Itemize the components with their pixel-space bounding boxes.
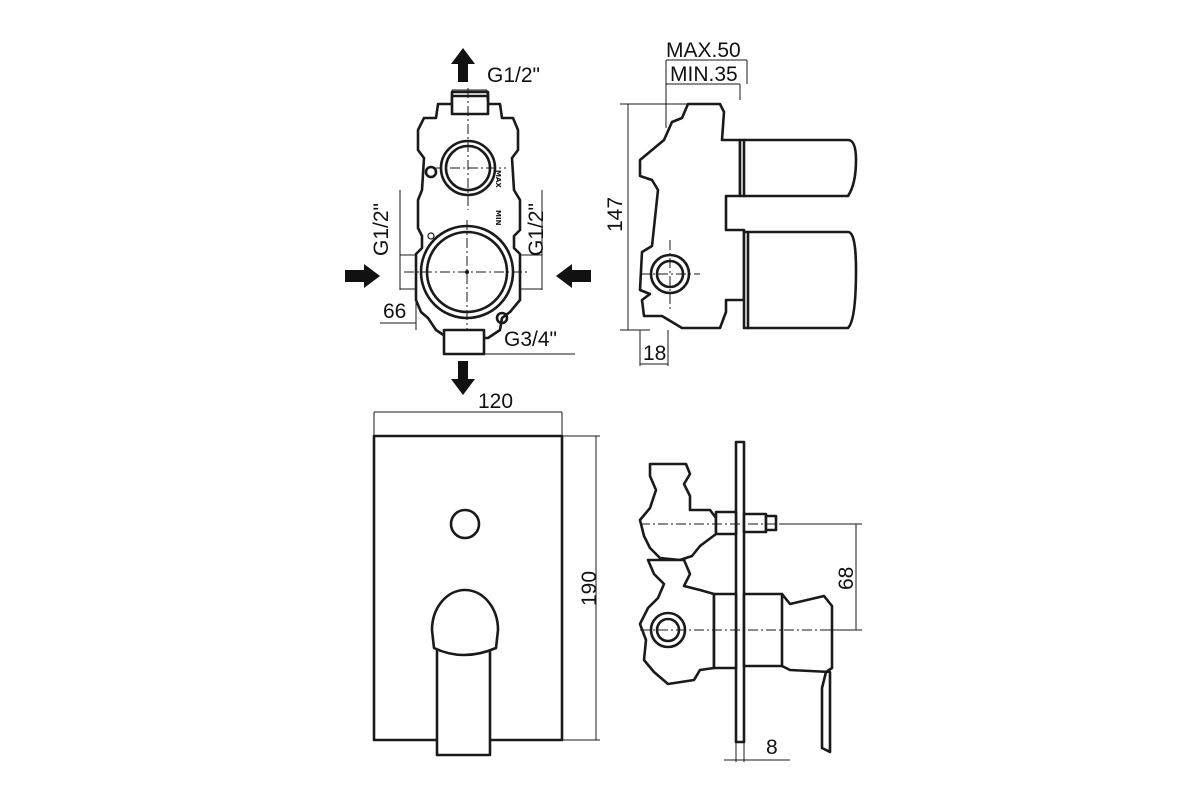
max-marking: MAX bbox=[494, 170, 502, 188]
right-inlet-thread-label: G1/2" bbox=[525, 203, 548, 256]
body-height-label: 147 bbox=[604, 197, 627, 232]
outlet-arrow-down-icon bbox=[451, 361, 475, 395]
inlet-arrow-right-icon bbox=[556, 264, 591, 288]
lever-handle[interactable] bbox=[435, 638, 492, 757]
top-outlet-nipple bbox=[450, 94, 490, 116]
inlet-offset-label: 66 bbox=[383, 300, 406, 323]
assembly-side-view: 68 8 bbox=[638, 440, 862, 762]
outlet-arrow-up-icon bbox=[451, 48, 475, 82]
body-front-view: MAX MIN G1/2" G1/2" G1/2" 66 G3/4" bbox=[345, 48, 591, 395]
top-outlet-thread-label: G1/2" bbox=[487, 64, 540, 87]
pin-hole-left bbox=[424, 165, 438, 179]
bottom-outlet-thread-label: G3/4" bbox=[504, 328, 557, 351]
pin-hole-right bbox=[495, 311, 509, 325]
min-marking: MIN bbox=[494, 210, 502, 226]
plate-height-label: 190 bbox=[578, 571, 601, 606]
assembly-upper-body bbox=[638, 462, 718, 562]
assembly-upper-stem bbox=[714, 510, 738, 536]
plate-edge bbox=[734, 440, 746, 744]
inlet-arrow-left-icon bbox=[345, 264, 380, 288]
lever-hub[interactable] bbox=[430, 588, 500, 657]
diverter-knob[interactable] bbox=[742, 512, 768, 534]
body-outline bbox=[414, 90, 522, 340]
plate-thickness-label: 8 bbox=[766, 736, 778, 759]
bottom-outlet-nipple bbox=[442, 328, 486, 356]
left-inlet-thread-label: G1/2" bbox=[370, 203, 393, 256]
min-depth-label: MIN.35 bbox=[670, 63, 738, 86]
lever-side-profile[interactable] bbox=[742, 592, 834, 754]
max-depth-label: MAX.50 bbox=[666, 39, 741, 62]
side-offset-label: 18 bbox=[643, 342, 666, 365]
upper-spindle bbox=[738, 138, 858, 198]
pin-hole-small bbox=[427, 232, 435, 240]
plate-width-label: 120 bbox=[478, 390, 513, 413]
side-body-outline bbox=[638, 102, 746, 330]
cartridge-housing bbox=[712, 592, 738, 670]
diverter-button[interactable] bbox=[449, 508, 481, 540]
lower-spindle bbox=[742, 230, 858, 330]
spindle-spacing-label: 68 bbox=[835, 567, 858, 590]
body-side-view: MAX.50 MIN.35 147 18 bbox=[604, 39, 858, 366]
plate-front-view: 120 190 bbox=[372, 390, 601, 757]
